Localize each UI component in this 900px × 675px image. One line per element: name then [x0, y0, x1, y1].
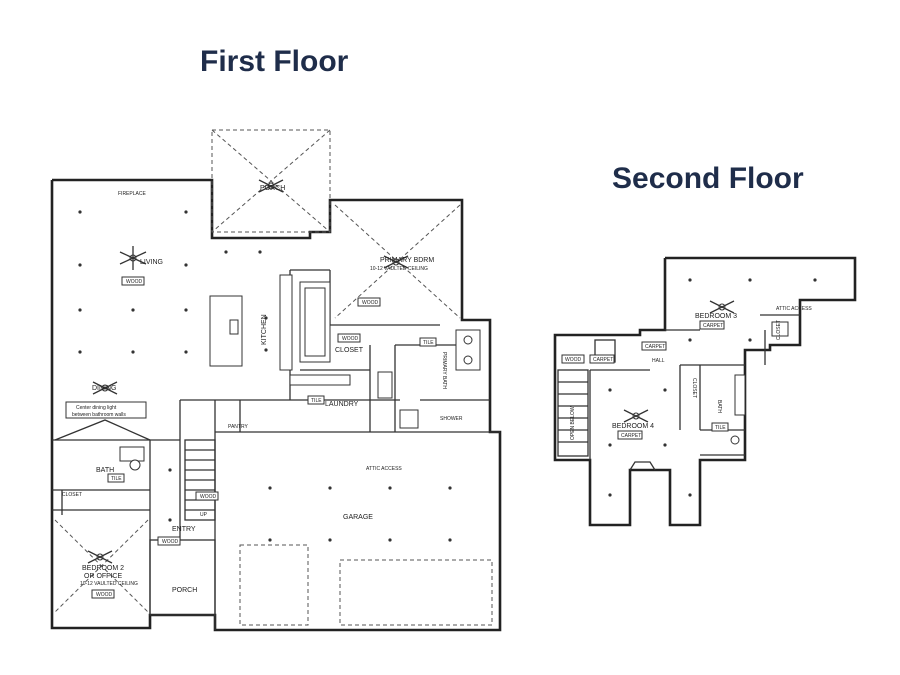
bedroom2-label-line1: BEDROOM 2	[82, 565, 124, 572]
bedroom3-label: BEDROOM 3	[695, 313, 737, 320]
attic-access-label: ATTIC ACCESS	[776, 306, 812, 312]
recessed-lights	[78, 210, 452, 542]
laundry-label: LAUNDRY	[325, 401, 359, 408]
first-floor-plan: FIREPLACE PORCH PRIMARY BDRM 10-12 VAULT…	[50, 129, 502, 632]
closet-floor-tag: WOOD	[342, 336, 358, 342]
primary-bath-label: PRIMARY BATH	[441, 352, 447, 389]
porch-ceiling-fan-icon	[258, 179, 284, 193]
kitchen-label: KITCHEN	[261, 314, 268, 345]
rear-porch-label: PORCH	[260, 185, 285, 192]
second-bath-label: BATH	[716, 400, 722, 413]
front-porch-label: PORCH	[172, 587, 197, 594]
dining-note-1: Center dining light	[76, 405, 117, 411]
bedroom2-ceiling-fan-icon	[87, 550, 113, 564]
primary-ceiling-note: 10-12 VAULTED CEILING	[370, 266, 428, 272]
hall-floor-tag-2: CARPET	[593, 357, 613, 363]
second-floor-title: Second Floor	[612, 162, 804, 195]
bedroom3-floor-tag: CARPET	[703, 323, 723, 329]
attic-access-note: ATTIC ACCESS	[366, 466, 402, 472]
first-floor-title: First Floor	[200, 45, 349, 78]
stairs-up-label: UP	[200, 512, 208, 518]
second-closet-label: CLOSET	[691, 378, 697, 398]
second-floor-plan: BEDROOM 3 BEDROOM 4 HALL CLOSET CLOSET B…	[553, 256, 857, 527]
bedroom2-ceiling-note: 10-12 VAULTED CEILING	[80, 581, 138, 587]
fireplace-label: FIREPLACE	[118, 191, 146, 197]
shower-label: SHOWER	[440, 416, 463, 422]
laundry-floor-tag: TILE	[311, 398, 322, 404]
entry-label: ENTRY	[172, 526, 196, 533]
bedroom4-label: BEDROOM 4	[612, 423, 654, 430]
living-ceiling-fan-icon	[119, 246, 147, 270]
hall-floor-tag-1: CARPET	[645, 344, 665, 350]
bath-label: BATH	[96, 467, 114, 474]
second-floor-stairs	[557, 339, 616, 457]
living-label: LIVING	[140, 259, 163, 266]
primary-bath-floor-tag: TILE	[423, 340, 434, 346]
bedroom2-label-line2: OR OFFICE	[84, 573, 122, 580]
garage-door-left	[239, 544, 309, 626]
bedroom3-ceiling-fan-icon	[709, 300, 735, 314]
garage-door-right	[339, 559, 493, 626]
bedroom4-floor-tag: CARPET	[621, 433, 641, 439]
first-floor-stairs	[184, 439, 216, 521]
bedroom4-ceiling-fan-icon	[623, 409, 649, 423]
dining-light-icon	[92, 381, 118, 395]
second-floor-recessed-lights	[608, 278, 817, 497]
primary-floor-tag: WOOD	[362, 300, 378, 306]
closet-label: CLOSET	[335, 347, 364, 354]
bath-floor-tag: TILE	[111, 476, 122, 482]
rear-porch-outline	[211, 129, 331, 233]
bedroom3-closet-label: CLOSET	[776, 320, 782, 340]
pantry-label: PANTRY	[228, 424, 248, 430]
dining-label: DINING	[92, 385, 117, 392]
hall-floor-tag: WOOD	[200, 494, 216, 500]
second-bath-floor-tag: TILE	[715, 425, 726, 431]
primary-ceiling-fan-icon	[383, 255, 409, 269]
landing-floor-tag: WOOD	[565, 357, 581, 363]
bedroom2-floor-tag: WOOD	[96, 592, 112, 598]
primary-bdrm-label: PRIMARY BDRM	[380, 257, 434, 264]
open-below-label: OPEN BELOW	[570, 406, 576, 440]
garage-label: GARAGE	[343, 514, 373, 521]
hall-label: HALL	[652, 358, 665, 364]
dining-note-2: between bathroom walls	[72, 412, 126, 418]
entry-floor-tag: WOOD	[162, 539, 178, 545]
closet-small-label: CLOSET	[62, 492, 82, 498]
living-floor-tag: WOOD	[126, 279, 142, 285]
